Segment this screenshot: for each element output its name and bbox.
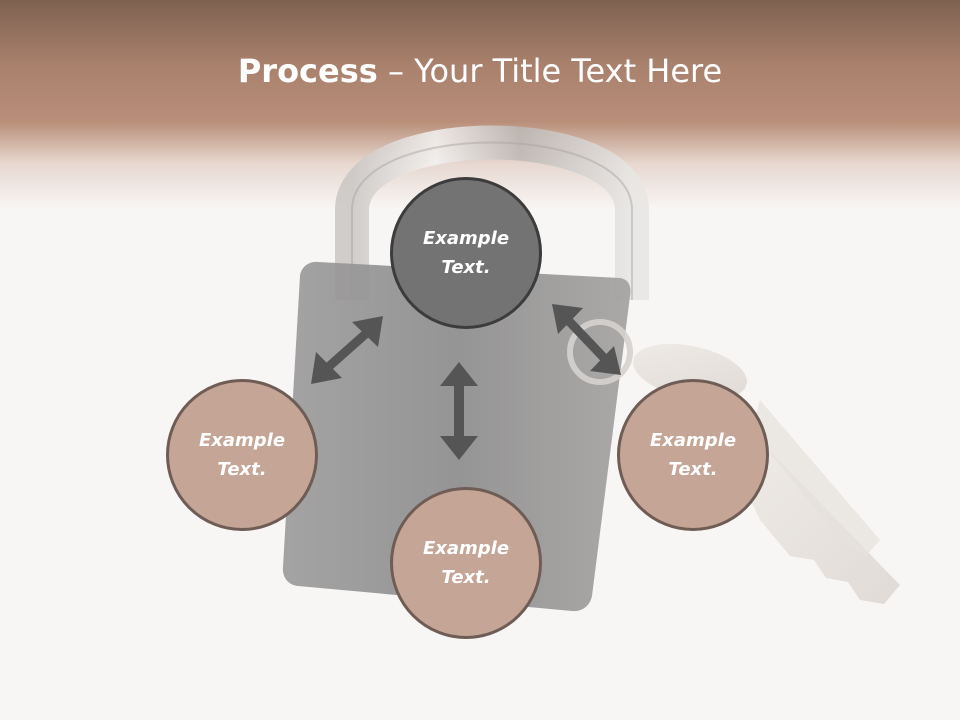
node-text-line2: Text. (217, 459, 267, 480)
title-rest: – Your Title Text Here (377, 52, 723, 90)
node-text-line2: Text. (441, 567, 491, 588)
process-node-right: Example Text. (617, 379, 769, 531)
node-text-line2: Text. (441, 257, 491, 278)
node-text-line1: Example (422, 538, 510, 559)
node-text-line1: Example (422, 228, 510, 249)
title-bold: Process (237, 52, 378, 90)
process-node-top: Example Text. (390, 177, 542, 329)
process-node-left: Example Text. (166, 379, 318, 531)
double-headed-arrow-icon (552, 304, 621, 375)
double-headed-arrow-icon (311, 316, 383, 384)
double-headed-arrow-icon (440, 362, 478, 460)
node-text-line1: Example (649, 430, 737, 451)
node-text-line1: Example (198, 430, 286, 451)
process-node-bottom: Example Text. (390, 487, 542, 639)
slide-title: Process – Your Title Text Here (0, 52, 960, 90)
node-text-line2: Text. (668, 459, 718, 480)
header-band (0, 0, 960, 210)
